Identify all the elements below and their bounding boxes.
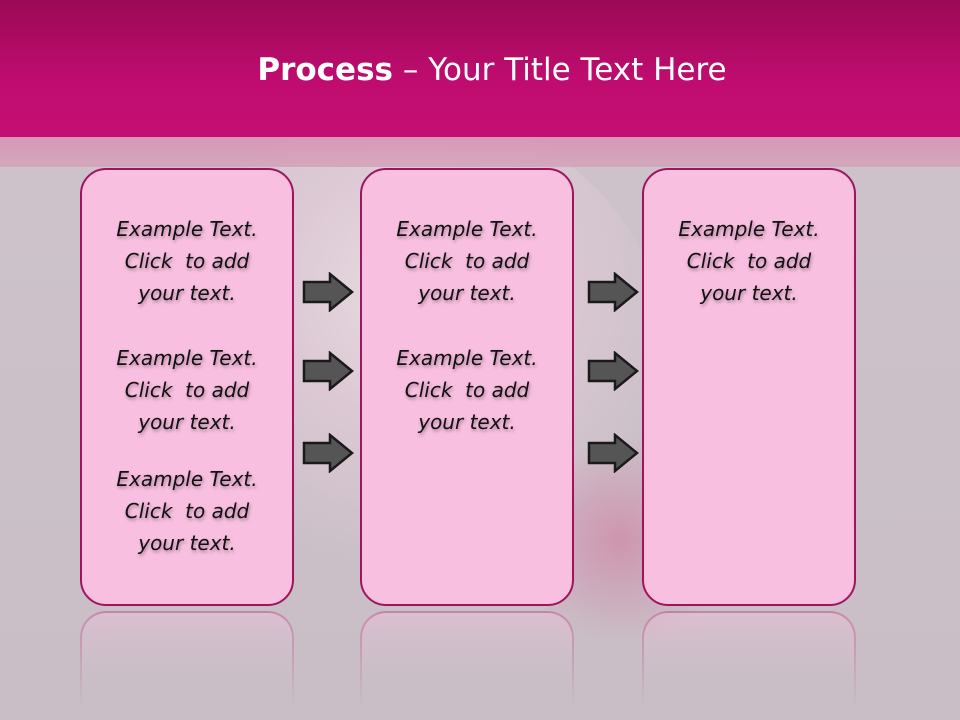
process-box-3[interactable]: Example Text. Click to add your text.	[642, 168, 856, 606]
process-box-2[interactable]: Example Text. Click to add your text. Ex…	[360, 168, 574, 606]
text-line: Click to add	[124, 378, 250, 402]
text-line: Example Text.	[116, 346, 258, 370]
text-placeholder[interactable]: Example Text. Click to add your text.	[82, 342, 292, 438]
text-placeholder[interactable]: Example Text. Click to add your text.	[644, 213, 854, 309]
text-line: Click to add	[124, 249, 250, 273]
right-arrow-icon	[302, 351, 354, 391]
text-line: your text.	[700, 281, 798, 305]
right-arrow-icon	[587, 351, 639, 391]
text-line: Click to add	[124, 499, 250, 523]
text-line: Example Text.	[116, 217, 258, 241]
title-bar	[0, 0, 960, 137]
text-line: your text.	[418, 410, 516, 434]
text-placeholder[interactable]: Example Text. Click to add your text.	[82, 213, 292, 309]
text-line: Click to add	[404, 249, 530, 273]
box-reflection	[360, 611, 574, 720]
text-line: your text.	[138, 531, 236, 555]
process-box-1[interactable]: Example Text. Click to add your text. Ex…	[80, 168, 294, 606]
text-line: Example Text.	[116, 467, 258, 491]
text-line: your text.	[138, 281, 236, 305]
text-line: Click to add	[686, 249, 812, 273]
right-arrow-icon	[302, 272, 354, 312]
text-line: Example Text.	[678, 217, 820, 241]
title-bold: Process	[257, 52, 393, 88]
right-arrow-icon	[587, 272, 639, 312]
right-arrow-icon	[302, 433, 354, 473]
text-line: Example Text.	[396, 346, 538, 370]
box-reflection	[80, 611, 294, 720]
text-placeholder[interactable]: Example Text. Click to add your text.	[362, 213, 572, 309]
text-line: Click to add	[404, 378, 530, 402]
text-placeholder[interactable]: Example Text. Click to add your text.	[362, 342, 572, 438]
title-rest: – Your Title Text Here	[393, 52, 727, 88]
box-reflection	[642, 611, 856, 720]
text-line: Example Text.	[396, 217, 538, 241]
title-bar-strip	[0, 137, 960, 167]
text-placeholder[interactable]: Example Text. Click to add your text.	[82, 463, 292, 559]
text-line: your text.	[138, 410, 236, 434]
slide-title[interactable]: Process – Your Title Text Here	[0, 52, 960, 88]
right-arrow-icon	[587, 433, 639, 473]
text-line: your text.	[418, 281, 516, 305]
